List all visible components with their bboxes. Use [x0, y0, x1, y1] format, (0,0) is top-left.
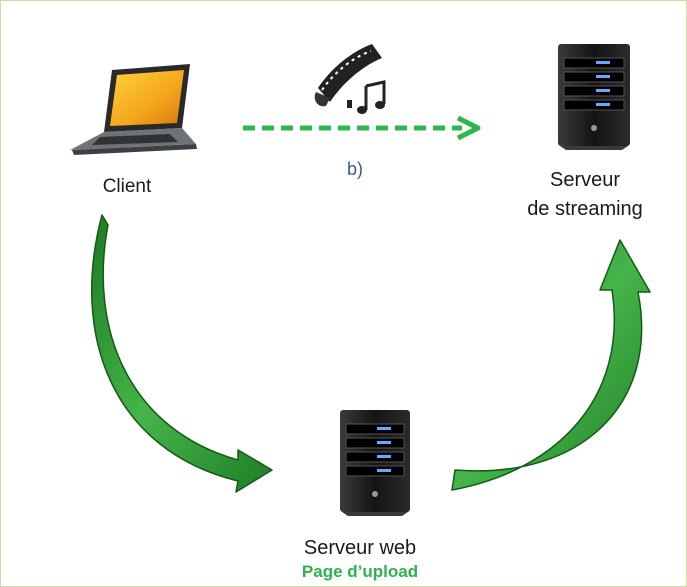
client-label: Client — [102, 176, 152, 197]
step-label: b) — [346, 159, 363, 179]
server-icon — [558, 44, 630, 150]
stream-arrow — [243, 115, 481, 141]
transfer-arrow — [451, 239, 651, 491]
upload-arrow — [91, 214, 273, 493]
film-music-icon — [314, 44, 386, 114]
web-server-label: Serveur web — [303, 537, 417, 559]
streaming-server-label: Serveur de streaming — [505, 166, 665, 224]
upload-page-label: Page d’upload — [301, 562, 419, 581]
streaming-server-label-line2: de streaming — [527, 198, 643, 220]
laptop-icon — [70, 64, 197, 155]
server-icon — [340, 410, 410, 516]
streaming-server-label-line1: Serveur — [549, 169, 621, 191]
